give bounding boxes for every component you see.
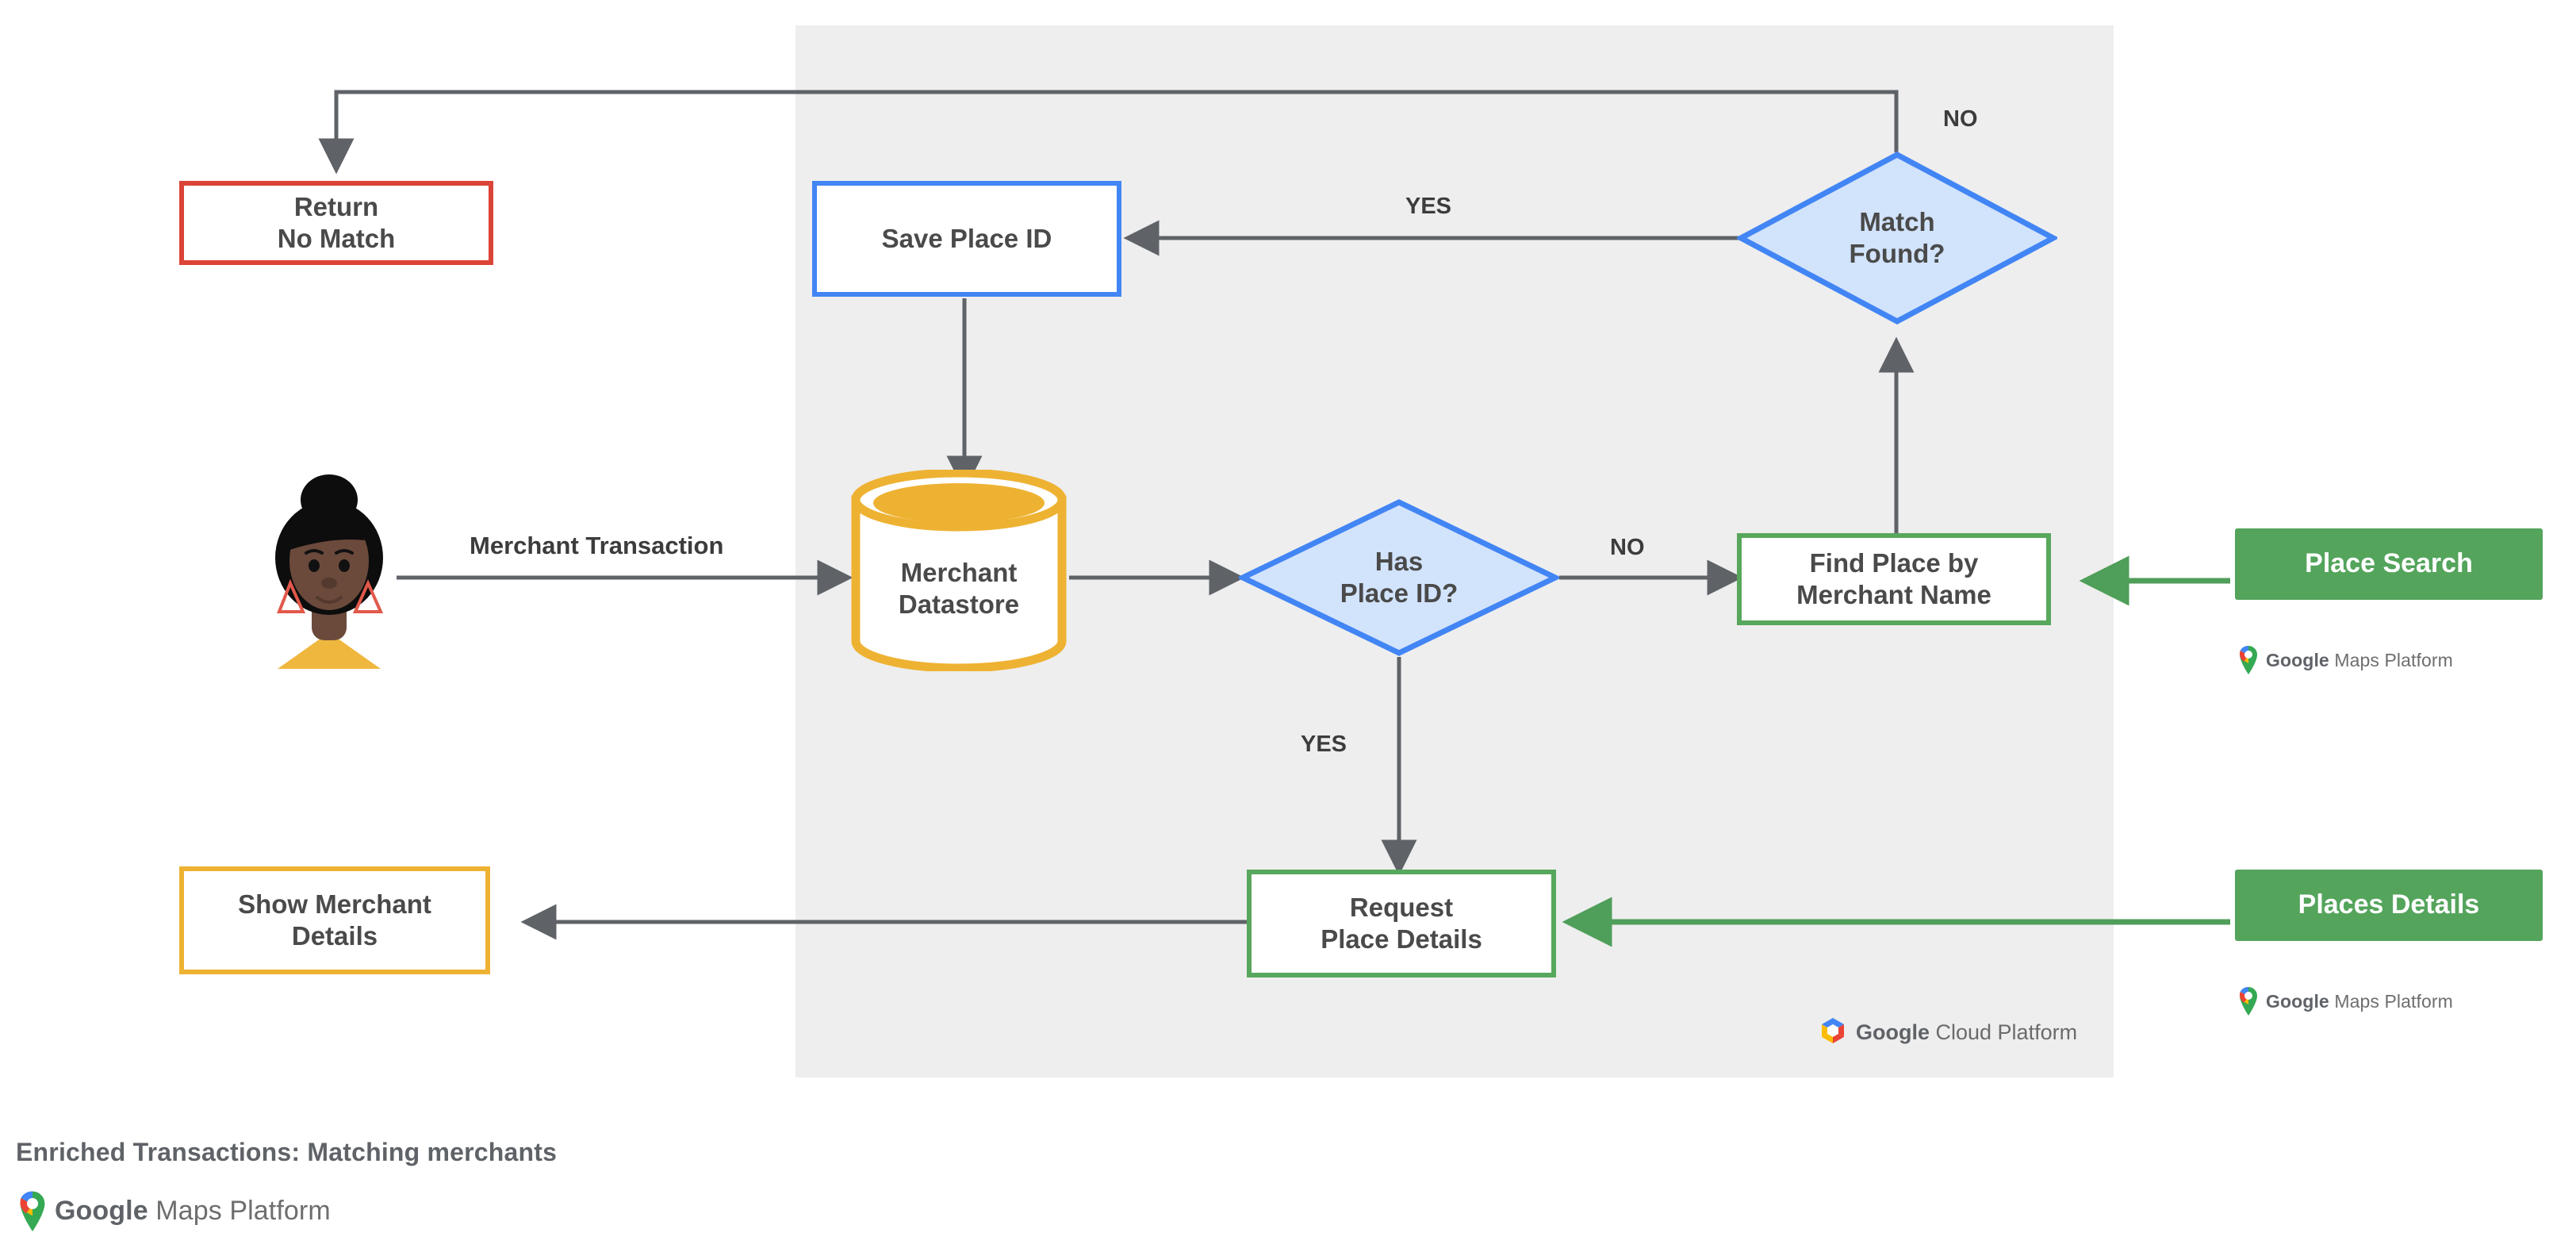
node-find-place-line1: Find Place by <box>1809 547 1979 578</box>
user-avatar-icon <box>262 464 397 670</box>
button-places-details[interactable]: Places Details <box>2235 870 2543 941</box>
button-place-search-label: Place Search <box>2305 548 2473 579</box>
node-show-merchant-details[interactable]: Show Merchant Details <box>179 866 490 974</box>
edge-label-has-place-id-yes: YES <box>1301 732 1347 757</box>
node-return-no-match[interactable]: Return No Match <box>179 181 493 265</box>
node-find-place-by-merchant-name[interactable]: Find Place by Merchant Name <box>1737 533 2051 625</box>
button-places-details-label: Places Details <box>2298 889 2480 920</box>
logo-google-maps-platform-caption: Google Maps Platform <box>16 1187 331 1235</box>
logo-google-maps-platform-place-search: Google Maps Platform <box>2237 643 2453 678</box>
edge-label-has-place-id-no: NO <box>1610 535 1645 560</box>
node-merchant-datastore[interactable]: Merchant Datastore <box>847 470 1071 671</box>
edge-match-found-no <box>318 90 1899 175</box>
node-merchant-datastore-line1: Merchant <box>900 557 1018 587</box>
node-request-place-details-line2: Place Details <box>1321 924 1482 954</box>
node-merchant-datastore-line2: Datastore <box>898 590 1020 619</box>
logo-text-maps-platform: Google Maps Platform <box>2266 991 2453 1012</box>
node-find-place-line2: Merchant Name <box>1796 580 1991 609</box>
logo-google-maps-platform-places-details: Google Maps Platform <box>2237 984 2453 1020</box>
node-request-place-details-line1: Request <box>1349 892 1454 922</box>
node-match-found-line2: Found? <box>1849 239 1945 268</box>
logo-text-maps-platform: Google Maps Platform <box>55 1196 331 1226</box>
node-has-place-id[interactable]: Has Place ID? <box>1239 498 1559 657</box>
node-has-place-id-line1: Has <box>1374 546 1424 576</box>
diagram-caption: Enriched Transactions: Matching merchant… <box>16 1138 558 1166</box>
google-maps-pin-icon <box>2237 984 2260 1020</box>
edge-label-match-found-yes: YES <box>1405 194 1452 219</box>
google-maps-pin-icon <box>2237 643 2260 678</box>
node-match-found[interactable]: Match Found? <box>1737 151 2057 325</box>
node-show-merchant-details-line1: Show Merchant <box>238 889 431 919</box>
node-request-place-details[interactable]: Request Place Details <box>1247 870 1556 977</box>
node-match-found-line1: Match <box>1859 206 1935 236</box>
edge-label-match-found-no: NO <box>1943 106 1978 132</box>
node-has-place-id-line2: Place ID? <box>1340 578 1459 608</box>
edge-label-merchant-transaction: Merchant Transaction <box>470 532 724 559</box>
logo-google-cloud-platform: Google Cloud Platform <box>1818 1016 2077 1050</box>
google-maps-pin-icon <box>16 1187 49 1235</box>
node-save-place-id[interactable]: Save Place ID <box>812 181 1121 297</box>
button-place-search[interactable]: Place Search <box>2235 528 2543 600</box>
node-return-no-match-line1: Return <box>293 191 379 221</box>
logo-text-cloud-platform: Google Cloud Platform <box>1856 1020 2078 1044</box>
node-save-place-id-label: Save Place ID <box>881 223 1052 253</box>
node-return-no-match-line2: No Match <box>277 224 396 253</box>
node-show-merchant-details-line2: Details <box>291 921 378 951</box>
logo-text-maps-platform: Google Maps Platform <box>2266 650 2453 670</box>
google-cloud-hexagon-icon <box>1818 1016 1848 1050</box>
